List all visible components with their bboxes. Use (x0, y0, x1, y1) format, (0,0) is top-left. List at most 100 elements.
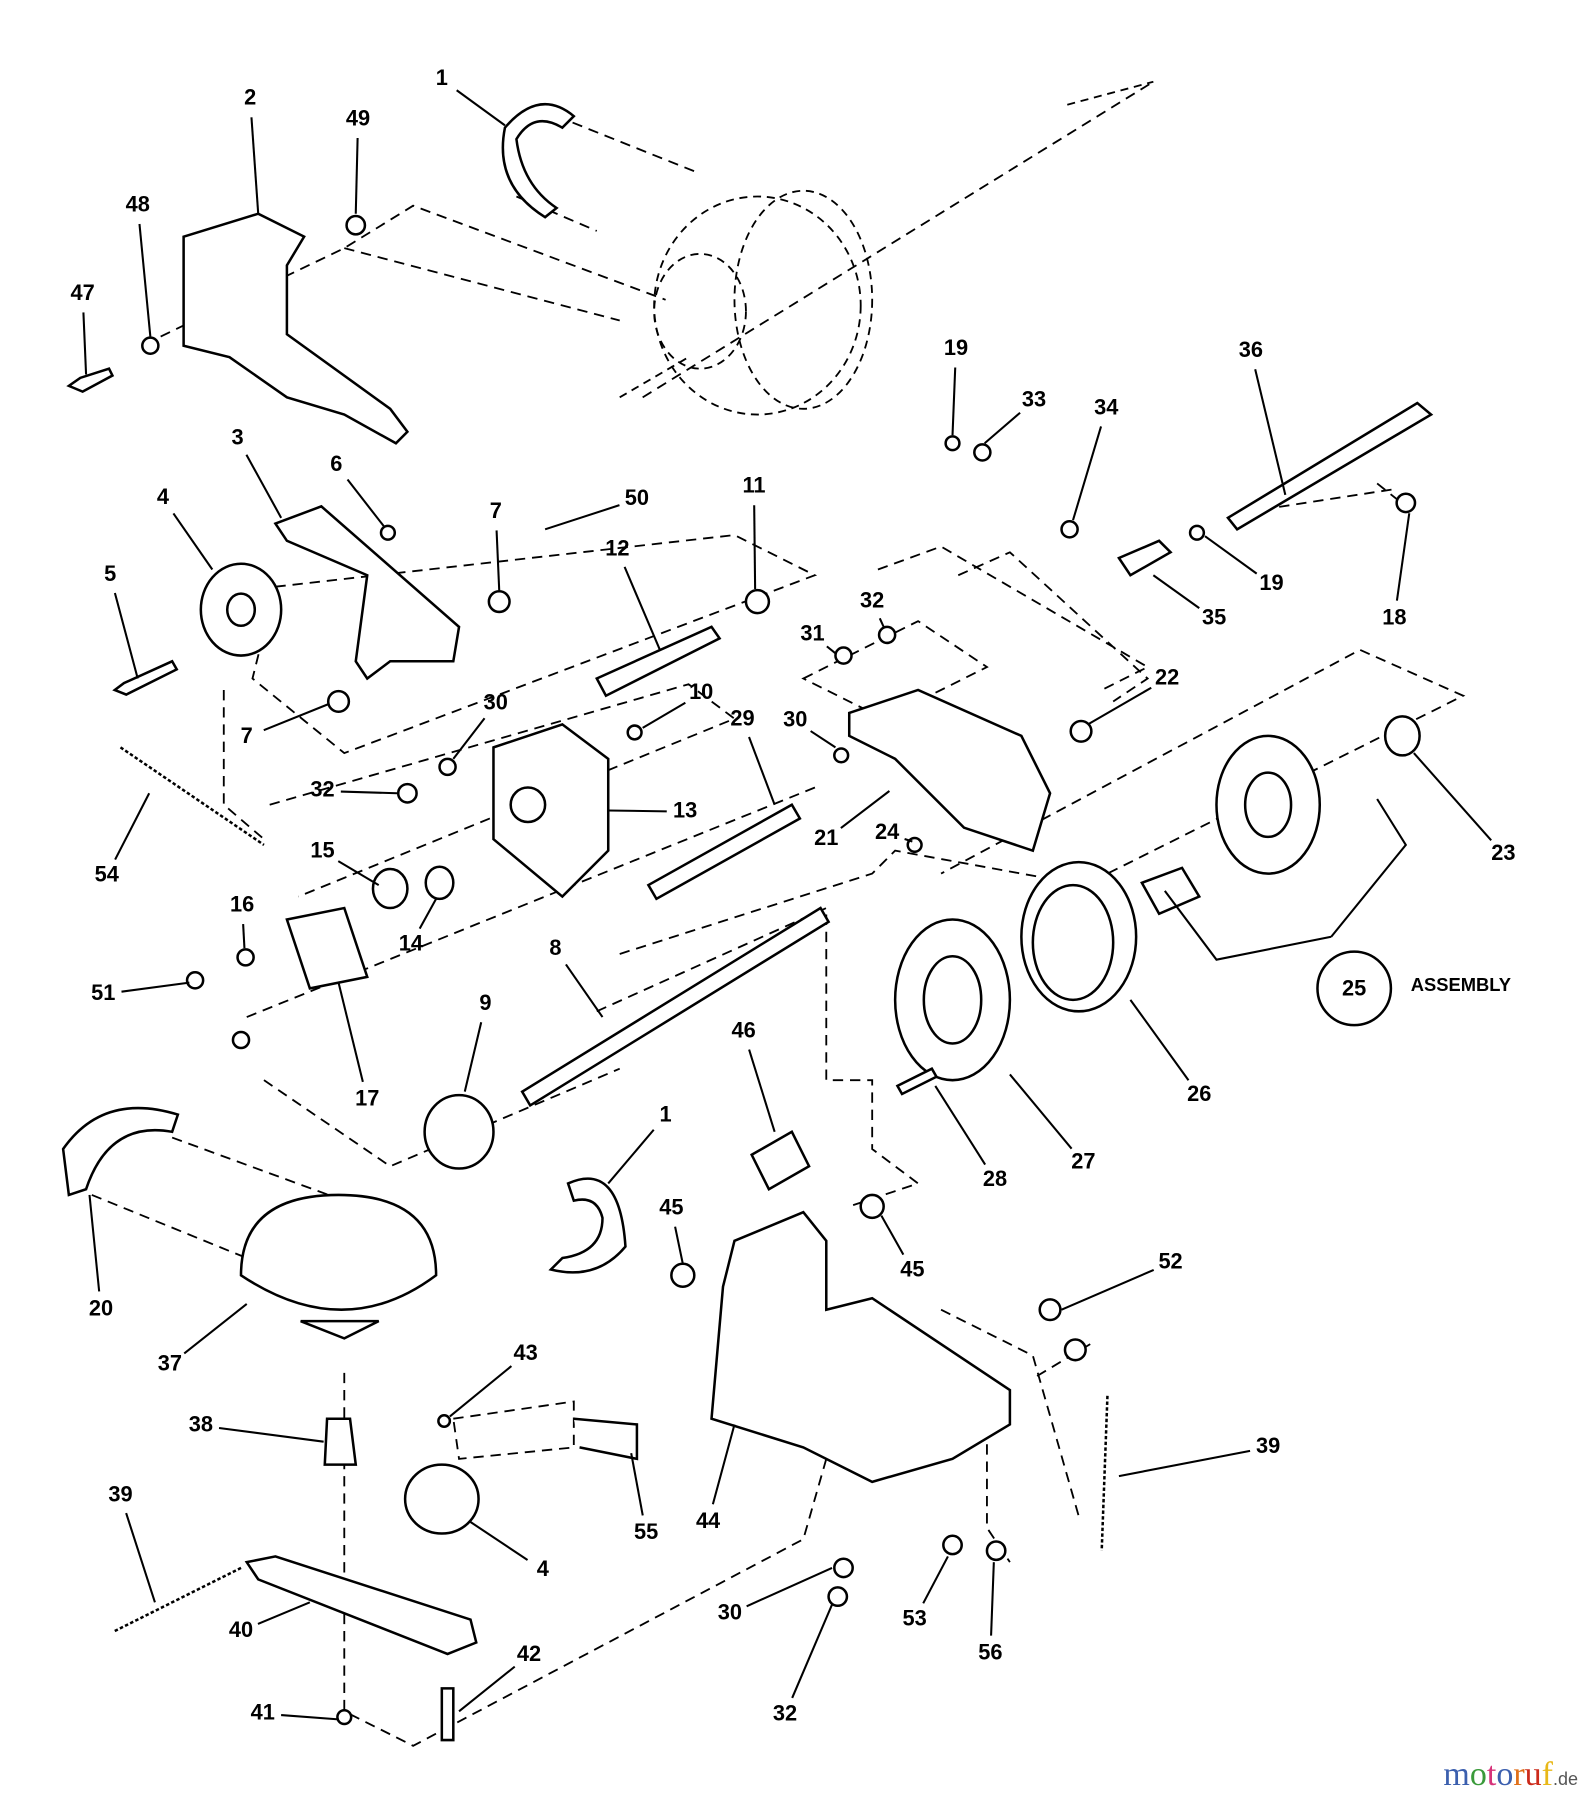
bolt-53 (942, 1534, 963, 1556)
leader-line (607, 1129, 655, 1185)
callout-1: 1 (436, 65, 448, 90)
leader-line (983, 411, 1021, 445)
leader-line (114, 792, 151, 861)
pulley-37 (239, 1193, 438, 1311)
leader-line (337, 982, 364, 1083)
assembly-circle (1316, 950, 1393, 1027)
callout-8: 8 (549, 935, 561, 960)
washer-30b (833, 747, 850, 764)
motoruf-watermark: motoruf.de (1443, 1756, 1578, 1794)
leader-line (746, 1566, 833, 1608)
nut-19 (944, 435, 961, 452)
callout-18: 18 (1382, 605, 1406, 630)
leader-line (452, 717, 486, 760)
belt-guide-1 (501, 102, 576, 219)
lever-36 (1226, 401, 1434, 531)
bearing-bracket-13 (492, 723, 610, 899)
leader-line (711, 1424, 736, 1505)
callout-2: 2 (244, 85, 256, 110)
leader-line (82, 312, 88, 375)
assembly-number: 25 (1342, 975, 1366, 1000)
callout-7: 7 (490, 498, 502, 523)
leader-line (337, 860, 380, 886)
spring-54 (119, 746, 265, 846)
callout-30: 30 (718, 1600, 742, 1625)
callout-39: 39 (108, 1481, 132, 1506)
leader-line (880, 1215, 905, 1256)
nut-43 (437, 1414, 452, 1429)
callout-51: 51 (91, 980, 115, 1005)
callout-17: 17 (355, 1085, 379, 1110)
clip-18 (1395, 492, 1417, 514)
washer-41 (336, 1708, 353, 1726)
leader-line (753, 505, 757, 590)
leader-line (250, 117, 260, 214)
nut-32c (827, 1586, 849, 1608)
callout-24: 24 (875, 819, 899, 844)
shaft-8 (520, 906, 831, 1108)
bushing-45b (859, 1193, 885, 1220)
leader-line (113, 592, 139, 679)
leader-line (1254, 369, 1287, 496)
spacer-46 (750, 1130, 811, 1191)
leader-line (674, 1226, 684, 1265)
bearing-23 (1383, 715, 1421, 757)
leader-line (340, 790, 398, 795)
bolt-28 (895, 1067, 939, 1096)
leader-line (623, 566, 661, 651)
nut-52b (1063, 1338, 1087, 1362)
nut-16 (236, 948, 255, 967)
spacer-15 (371, 867, 409, 910)
callout-29: 29 (730, 706, 754, 731)
callout-49: 49 (346, 105, 370, 130)
callout-47: 47 (71, 280, 95, 305)
leader-line (281, 1714, 339, 1721)
callout-5: 5 (104, 561, 116, 586)
leader-line (121, 981, 190, 993)
leader-line (904, 838, 913, 843)
bolt-51a (185, 971, 205, 990)
wm-letter: o (1469, 1756, 1487, 1793)
leader-line (1129, 999, 1190, 1081)
shaft-29 (646, 803, 802, 901)
clip-55 (573, 1417, 639, 1461)
pulley-4b (403, 1463, 480, 1535)
leader-line (125, 1512, 156, 1603)
bracket-2 (182, 212, 410, 445)
callout-6: 6 (330, 451, 342, 476)
callout-22: 22 (1155, 664, 1179, 689)
callout-50: 50 (625, 485, 649, 510)
wm-letter: f (1541, 1756, 1553, 1793)
callout-20: 20 (89, 1295, 113, 1320)
washer-33 (973, 443, 992, 462)
washer-34 (1060, 520, 1079, 539)
leader-line (449, 1365, 513, 1418)
callout-55: 55 (634, 1519, 658, 1544)
leader-line (263, 702, 330, 732)
seal-11 (744, 588, 771, 615)
leader-line (1061, 1268, 1155, 1311)
callout-10: 10 (689, 679, 713, 704)
leader-line (1204, 535, 1258, 575)
callout-32: 32 (773, 1701, 797, 1726)
washer-22 (1069, 719, 1093, 743)
callout-43: 43 (513, 1340, 537, 1365)
leader-line (418, 898, 437, 930)
pulley-9 (423, 1093, 495, 1170)
washer-10 (626, 724, 643, 741)
callout-41: 41 (251, 1699, 275, 1724)
leader-line (630, 1452, 644, 1516)
leader-line (810, 730, 837, 749)
nut-7b (326, 689, 351, 714)
leader-line (1152, 574, 1200, 609)
bushing-45a (670, 1262, 696, 1289)
leader-line (1395, 513, 1411, 601)
callout-23: 23 (1491, 840, 1515, 865)
pivot-35 (1117, 539, 1173, 577)
wm-letter: r (1513, 1756, 1525, 1793)
bearing-14 (424, 865, 455, 901)
leader-line (878, 617, 885, 628)
leader-line (748, 736, 776, 806)
callout-19: 19 (944, 335, 968, 360)
